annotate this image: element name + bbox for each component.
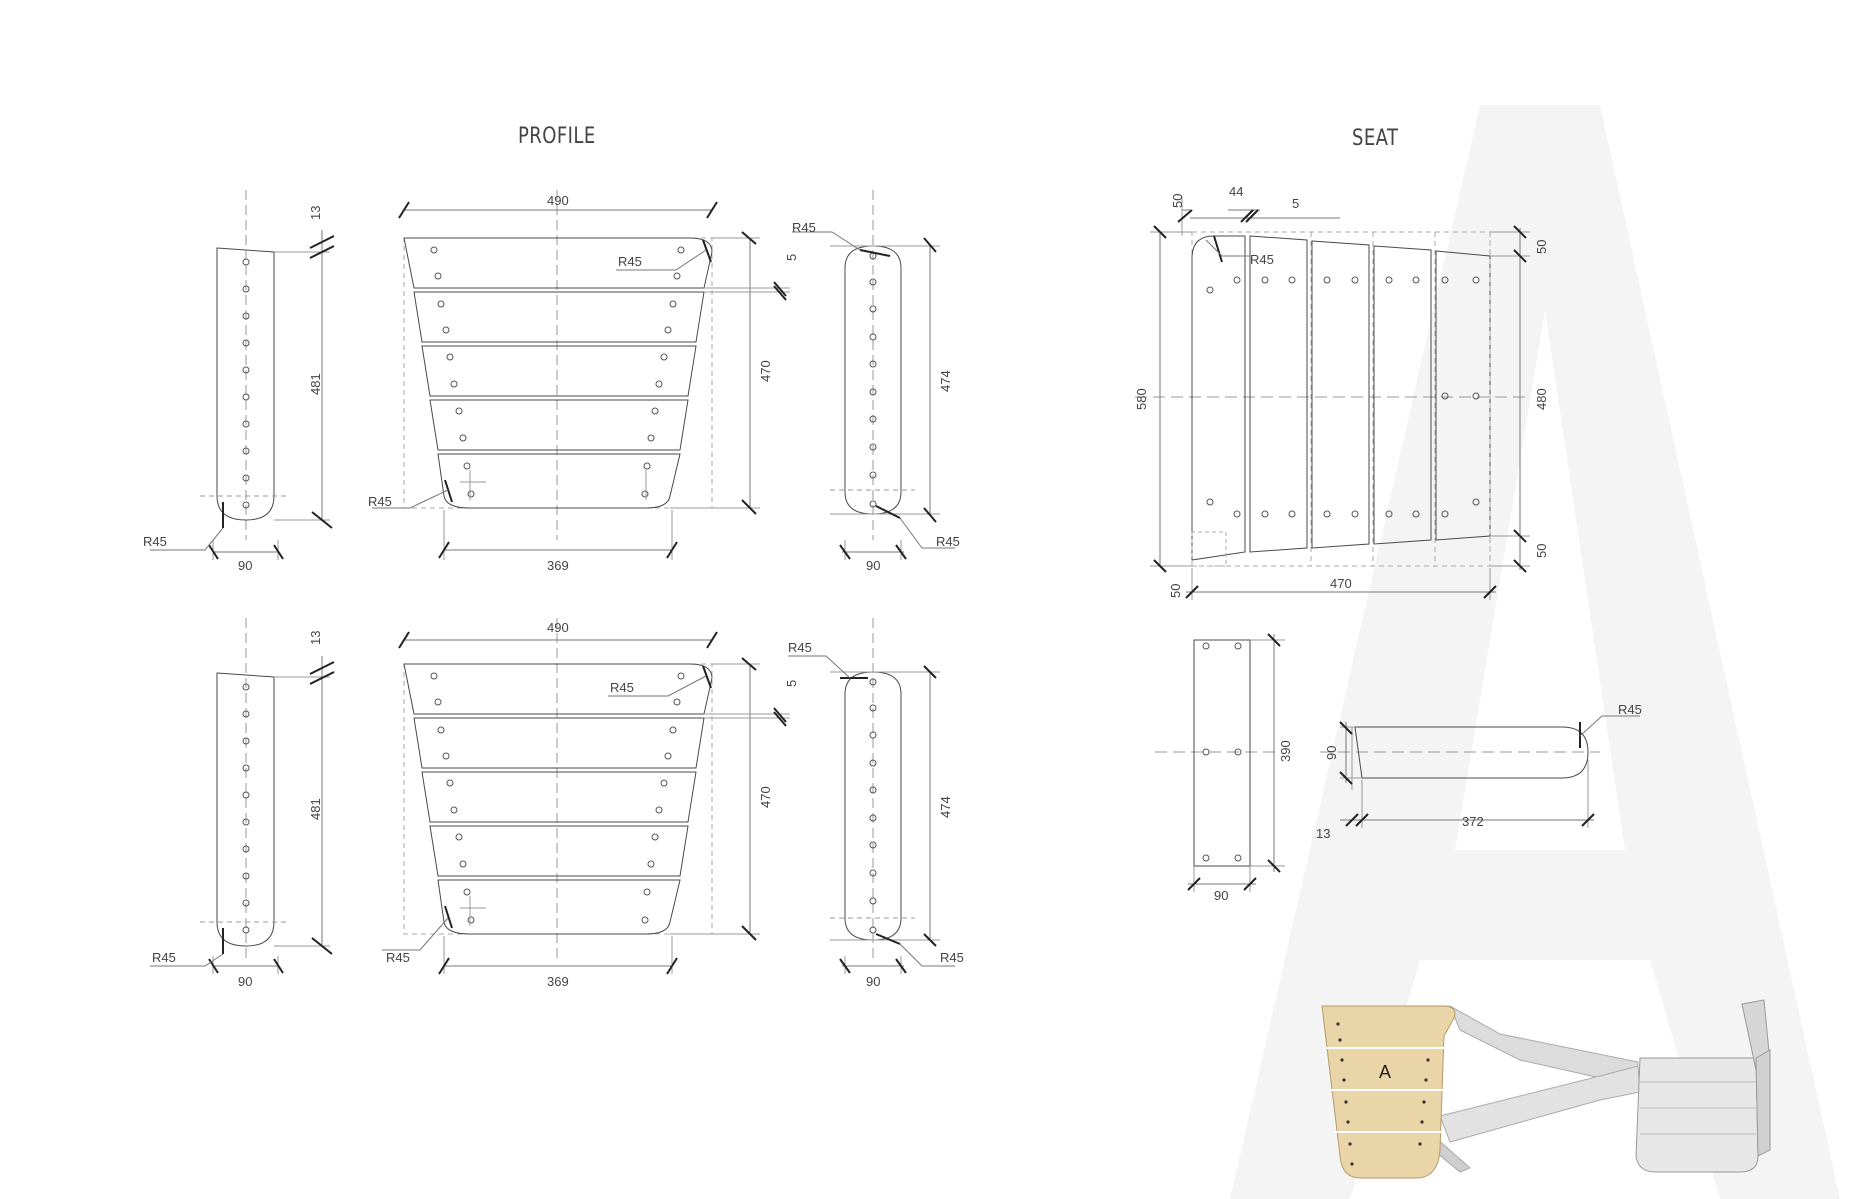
slat-front-width-label: 90 — [1214, 888, 1228, 903]
front-radius-top-label: R45 — [610, 680, 634, 695]
seat-left-height-label: 580 — [1134, 388, 1149, 410]
background-letter-watermark — [1230, 105, 1840, 1199]
seat-right-height-label: 480 — [1534, 388, 1549, 410]
end-width-label: 90 — [866, 974, 880, 989]
end-radius-top-label: R45 — [792, 220, 816, 235]
end-radius-bottom-label: R45 — [940, 950, 964, 965]
seat-width-label: 470 — [1330, 576, 1352, 591]
front-top-width-label: 490 — [547, 193, 569, 208]
seat-slat-front-view — [1155, 633, 1285, 892]
side-view — [150, 190, 335, 560]
side-radius-label: R45 — [152, 950, 176, 965]
seat-right-bottom-label: 50 — [1534, 544, 1549, 558]
side-radius-label: R45 — [143, 534, 167, 549]
seat-plan-view — [1135, 196, 1530, 600]
front-view — [372, 190, 790, 560]
side-height-label: 481 — [308, 798, 323, 820]
side-width-label: 90 — [238, 974, 252, 989]
end-height-label: 474 — [938, 370, 953, 392]
seat-slat-width-label: 44 — [1229, 184, 1243, 199]
slat-side-thickness-label: 90 — [1324, 746, 1339, 760]
front-bottom-width-label: 369 — [547, 558, 569, 573]
front-top-width-label: 490 — [547, 620, 569, 635]
side-top-offset-label: 13 — [308, 631, 323, 645]
front-radius-top-label: R45 — [618, 254, 642, 269]
front-gap-label: 5 — [784, 254, 799, 261]
end-width-label: 90 — [866, 558, 880, 573]
seat-right-top-label: 50 — [1534, 240, 1549, 254]
front-radius-bottom-label: R45 — [386, 950, 410, 965]
end-radius-top-label: R45 — [788, 640, 812, 655]
front-bottom-width-label: 369 — [547, 974, 569, 989]
seat-bottom-left-label: 50 — [1168, 584, 1183, 598]
bench-render — [1321, 999, 1771, 1179]
end-view — [788, 618, 955, 974]
side-height-label: 481 — [308, 373, 323, 395]
seat-corner-top-label: 50 — [1170, 194, 1185, 208]
side-top-offset-label: 13 — [308, 206, 323, 220]
profile-title: PROFILE — [518, 124, 596, 149]
slat-side-length-label: 372 — [1462, 814, 1484, 829]
slat-side-bevel-label: 13 — [1316, 826, 1330, 841]
slat-side-radius-label: R45 — [1618, 702, 1642, 717]
front-view — [382, 618, 790, 975]
seat-radius-label: R45 — [1250, 252, 1274, 267]
profile-row-2: 13 481 90 R45 — [150, 618, 964, 989]
slat-front-height-label: 390 — [1278, 740, 1293, 762]
end-height-label: 474 — [938, 796, 953, 818]
front-height-label: 470 — [758, 786, 773, 808]
end-view — [792, 190, 955, 560]
seat-slat-side-view — [1320, 715, 1640, 828]
front-height-label: 470 — [758, 360, 773, 382]
side-width-label: 90 — [238, 558, 252, 573]
front-gap-label: 5 — [784, 680, 799, 687]
end-radius-bottom-label: R45 — [936, 534, 960, 549]
front-radius-bottom-label: R45 — [368, 494, 392, 509]
profile-row-1: 13 481 90 R45 — [143, 190, 960, 573]
seat-gap-label: 5 — [1292, 196, 1299, 211]
side-view — [150, 618, 335, 974]
seat-title: SEAT — [1352, 126, 1399, 151]
render-letter-label: A — [1379, 1062, 1391, 1082]
